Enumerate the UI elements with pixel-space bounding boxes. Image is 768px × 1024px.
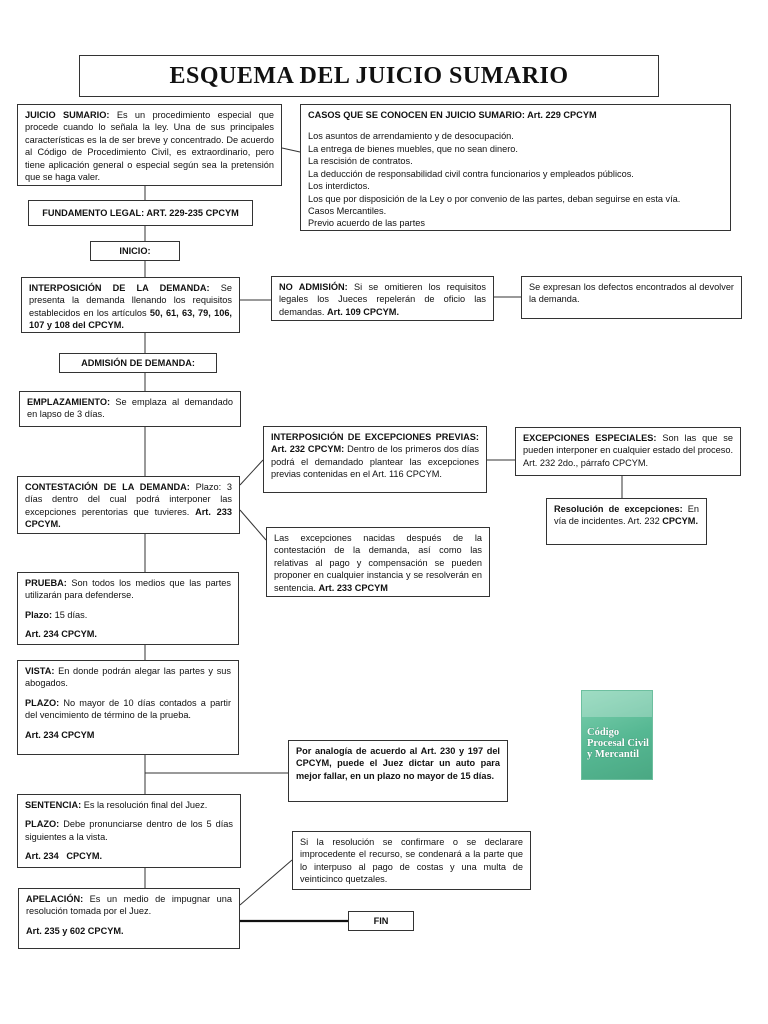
recurso-box: Si la resolución se confirmare o se decl… [292,831,531,890]
resolucion-excepciones-label: Resolución de excepciones: [554,504,683,514]
emplazamiento-box: EMPLAZAMIENTO: Se emplaza al demandado e… [19,391,241,427]
vista-plazo-label: PLAZO: [25,698,59,708]
prueba-box: PRUEBA: Son todos los medios que las par… [17,572,239,645]
admision-demanda-box: ADMISIÓN DE DEMANDA: [59,353,217,373]
casos-item: La entrega de bienes muebles, que no sea… [308,143,723,155]
vista-art: Art. 234 CPCYM [25,729,231,741]
apelacion-box: APELACIÓN: Es un medio de impugnar una r… [18,888,240,949]
excepciones-previas-box: INTERPOSICIÓN DE EXCEPCIONES PREVIAS: Ar… [263,426,487,493]
casos-heading: CASOS QUE SE CONOCEN EN JUICIO SUMARIO: … [308,109,723,121]
no-admision-art: Art. 109 CPCYM. [327,307,399,317]
prueba-plazo-label: Plazo: [25,610,52,620]
book-cover-title: Código Procesal Civil y Mercantil [587,727,651,760]
emplazamiento-label: EMPLAZAMIENTO: [27,397,110,407]
juicio-sumario-text: Es un procedimiento especial que procede… [25,110,274,182]
resolucion-excepciones-box: Resolución de excepciones: En vía de inc… [546,498,707,545]
excepciones-especiales-label: EXCEPCIONES ESPECIALES: [523,433,656,443]
fundamento-legal-box: FUNDAMENTO LEGAL: ART. 229-235 CPCYM [28,200,253,226]
juicio-sumario-label: JUICIO SUMARIO: [25,110,109,120]
contestacion-demanda-box: CONTESTACIÓN DE LA DEMANDA: Plazo: 3 día… [17,476,240,534]
casos-item: Los asuntos de arrendamiento y de desocu… [308,130,723,142]
vista-text: En donde podrán alegar las partes y sus … [25,666,231,688]
analogia-box: Por analogía de acuerdo al Art. 230 y 19… [288,740,508,802]
sentencia-plazo-label: PLAZO: [25,819,59,829]
page-title: ESQUEMA DEL JUICIO SUMARIO [79,55,659,97]
excepciones-nacidas-box: Las excepciones nacidas después de la co… [266,527,490,597]
vista-label: VISTA: [25,666,54,676]
interposicion-label: INTERPOSICIÓN DE LA DEMANDA: [29,283,210,293]
casos-item: La deducción de responsabilidad civil co… [308,168,723,180]
casos-item: Casos Mercantiles. [308,205,723,217]
codigo-procesal-book-cover: Código Procesal Civil y Mercantil [581,690,653,780]
interposicion-demanda-box: INTERPOSICIÓN DE LA DEMANDA: Se presenta… [21,277,240,333]
excepciones-nacidas-art: Art. 233 CPCYM [318,583,387,593]
fin-box: FIN [348,911,414,931]
apelacion-art: Art. 235 y 602 CPCYM. [26,925,232,937]
casos-item: Los que por disposición de la Ley o por … [308,193,723,205]
no-admision-label: NO ADMISIÓN: [279,282,348,292]
apelacion-label: APELACIÓN: [26,894,83,904]
excepciones-especiales-box: EXCEPCIONES ESPECIALES: Son las que se p… [515,427,741,476]
prueba-plazo-text: 15 días. [52,610,87,620]
casos-item: Previo acuerdo de las partes [308,217,723,229]
sentencia-text: Es la resolución final del Juez. [81,800,207,810]
sentencia-box: SENTENCIA: Es la resolución final del Ju… [17,794,241,868]
casos-item: Los interdictos. [308,180,723,192]
juicio-sumario-box: JUICIO SUMARIO: Es un procedimiento espe… [17,104,282,186]
sentencia-art: Art. 234 CPCYM. [25,850,233,862]
vista-box: VISTA: En donde podrán alegar las partes… [17,660,239,755]
resolucion-excepciones-art: CPCYM. [662,516,698,526]
inicio-box: INICIO: [90,241,180,261]
defectos-box: Se expresan los defectos encontrados al … [521,276,742,319]
no-admision-box: NO ADMISIÓN: Si se omitieren los requisi… [271,276,494,321]
casos-box: CASOS QUE SE CONOCEN EN JUICIO SUMARIO: … [300,104,731,231]
prueba-art: Art. 234 CPCYM. [25,628,231,640]
casos-item: La rescisión de contratos. [308,155,723,167]
sentencia-label: SENTENCIA: [25,800,81,810]
contestacion-label: CONTESTACIÓN DE LA DEMANDA: [25,482,190,492]
prueba-label: PRUEBA: [25,578,67,588]
